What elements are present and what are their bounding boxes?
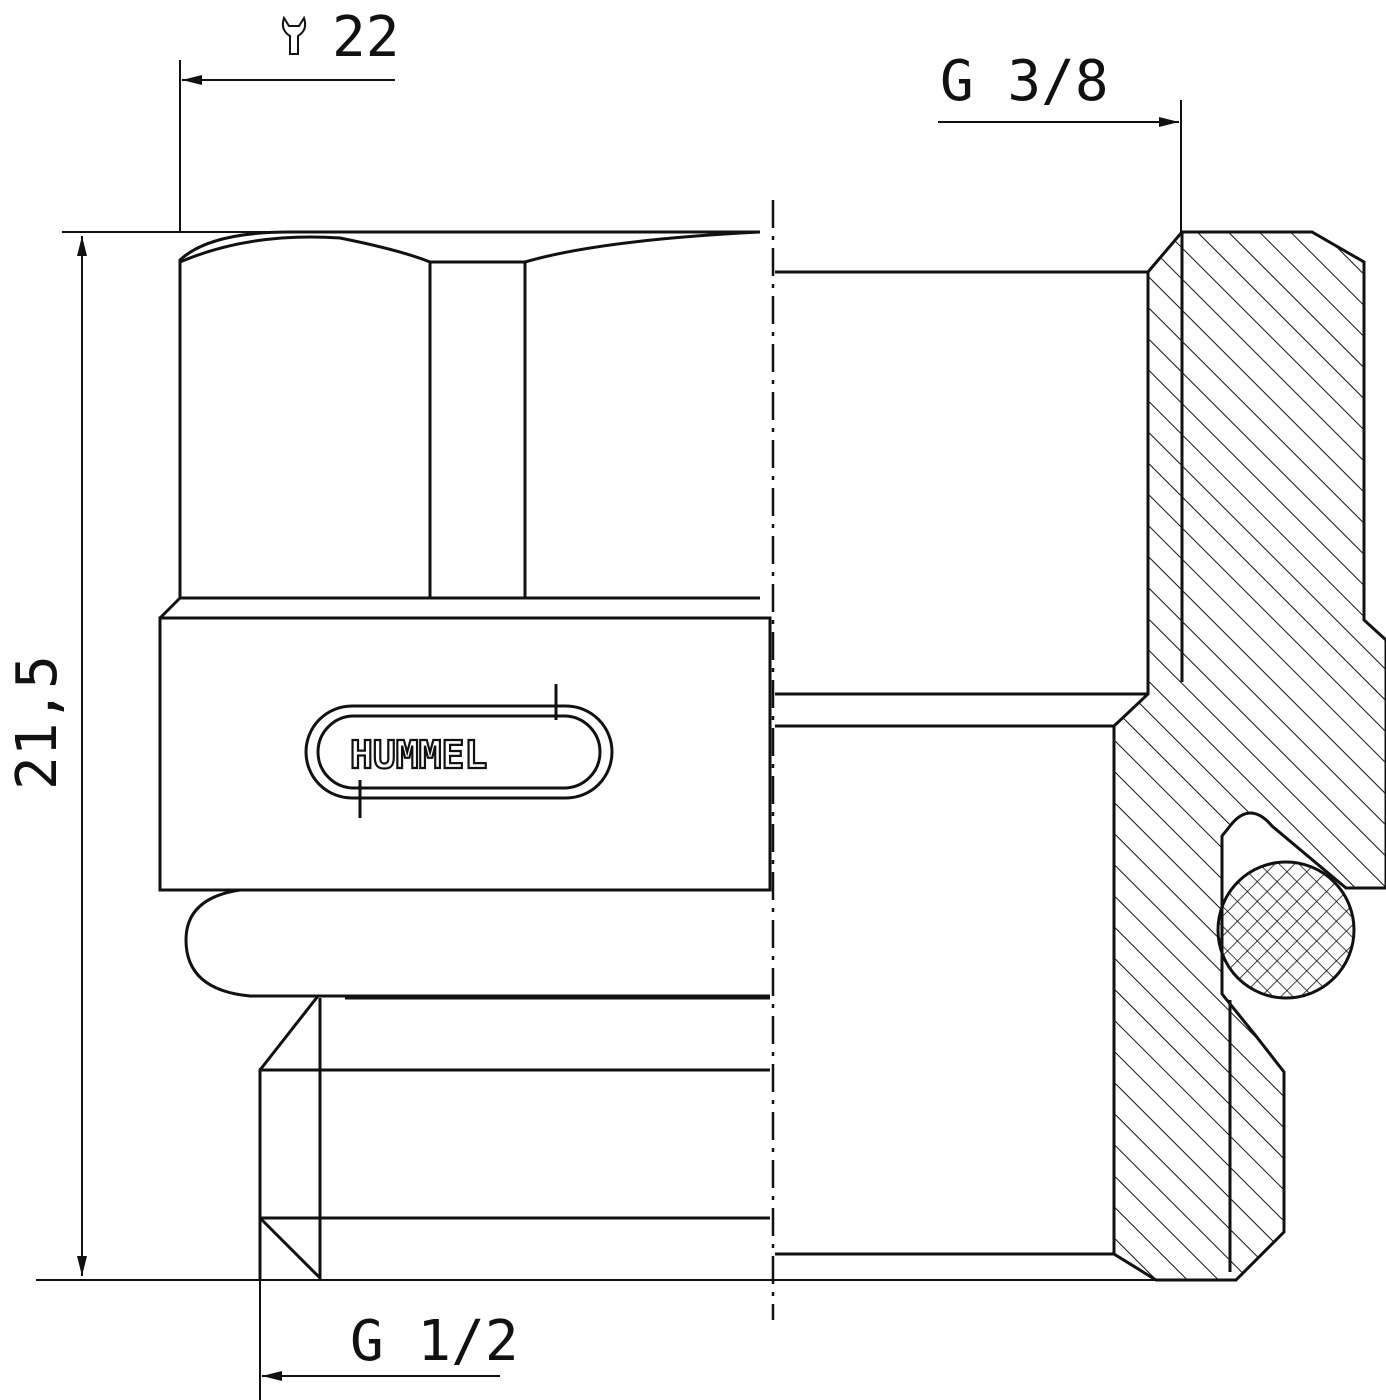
logo-text: HUMMEL (350, 733, 487, 777)
height-dimension: 21,5 (5, 231, 1200, 1281)
height-label: 21,5 (5, 655, 70, 790)
thread-top-label: G 3/8 (940, 49, 1109, 114)
thread-bottom-label: G 1/2 (350, 1309, 519, 1374)
wrench-dimension: 22 (179, 5, 399, 232)
fitting-outside-view: HUMMEL (158, 230, 772, 1280)
thread-top-dimension: G 3/8 (938, 49, 1182, 232)
o-ring-section (1216, 860, 1356, 1000)
wrench-size-icon (281, 15, 307, 55)
hatched-wall (1112, 230, 1386, 1282)
fitting-cross-section (775, 230, 1386, 1282)
wrench-size-label: 22 (332, 5, 399, 70)
thread-bottom-dimension: G 1/2 (259, 1068, 519, 1400)
hummel-logo: HUMMEL (304, 684, 614, 818)
